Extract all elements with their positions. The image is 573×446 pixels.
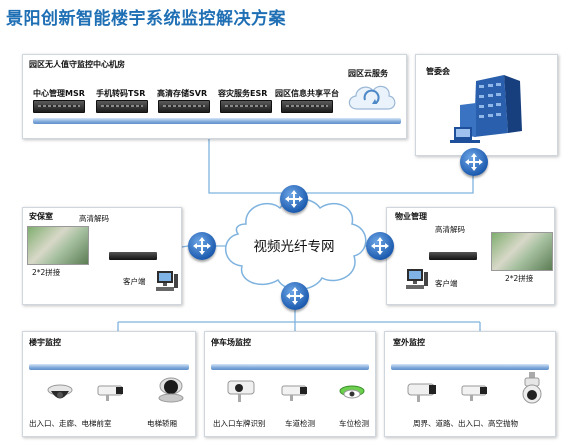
server-esr-icon bbox=[220, 100, 272, 113]
office-building-icon bbox=[450, 75, 522, 143]
outdoor-monitor-heading: 室外监控 bbox=[393, 338, 425, 347]
network-label: 视频光纤专网 bbox=[253, 239, 335, 255]
parking-camera-label-3: 车位检测 bbox=[339, 419, 369, 428]
router-bottom-icon bbox=[281, 282, 309, 310]
property-client-label: 客户端 bbox=[435, 279, 458, 288]
control-room-heading: 园区无人值守监控中心机房 bbox=[29, 60, 125, 69]
control-room-panel: 园区无人值守监控中心机房 园区云服务 中心管理MSR 手机转码TSR 高清存储S… bbox=[22, 54, 407, 139]
bullet-camera-icon bbox=[97, 385, 123, 401]
parking-monitor-panel: 停车场监控 出入口车牌识别 车道检测 车位检测 bbox=[204, 331, 376, 437]
parking-monitor-bus bbox=[211, 364, 369, 370]
security-wall-label: 2*2拼接 bbox=[32, 268, 61, 277]
outdoor-monitor-panel: 室外监控 周界、道路、出入口、高空抛物 bbox=[384, 331, 556, 437]
lane-camera-icon bbox=[281, 385, 307, 401]
security-decoder-label: 高清解码 bbox=[79, 214, 109, 223]
committee-panel: 管委会 bbox=[415, 54, 558, 156]
cloud-service-label: 园区云服务 bbox=[348, 69, 388, 78]
property-wall-label: 2*2拼接 bbox=[505, 274, 534, 283]
control-room-bus bbox=[33, 118, 401, 124]
outdoor-camera-label: 周界、道路、出入口、高空抛物 bbox=[413, 419, 518, 428]
device-label-svr: 高清存储SVR bbox=[157, 89, 208, 98]
building-monitor-bus bbox=[29, 364, 189, 370]
committee-label: 管委会 bbox=[426, 67, 450, 76]
outdoor-bullet-camera-icon bbox=[407, 383, 436, 402]
router-right-icon bbox=[366, 232, 394, 260]
outdoor-box-camera-icon bbox=[461, 385, 487, 401]
ptz-camera-icon bbox=[522, 372, 542, 404]
router-top-icon bbox=[280, 185, 308, 213]
property-heading: 物业管理 bbox=[395, 212, 427, 221]
cloud-icon bbox=[348, 85, 396, 110]
device-label-esr: 容灾服务ESR bbox=[218, 89, 268, 98]
security-decoder-device bbox=[109, 252, 157, 260]
server-tsr-icon bbox=[96, 100, 148, 113]
parking-space-sensor-icon bbox=[339, 385, 365, 399]
dome-camera-icon bbox=[47, 384, 73, 399]
server-platform-icon bbox=[281, 100, 333, 113]
device-label-platform: 园区信息共享平台 bbox=[275, 89, 339, 98]
device-label-tsr: 手机转码TSR bbox=[96, 89, 146, 98]
server-svr-icon bbox=[158, 100, 210, 113]
building-camera-label-1: 出入口、走廊、电梯前室 bbox=[29, 419, 112, 428]
property-client-pc-icon bbox=[406, 269, 428, 289]
building-monitor-heading: 楼宇监控 bbox=[29, 338, 61, 347]
security-room-heading: 安保室 bbox=[29, 212, 53, 221]
building-monitor-panel: 楼宇监控 出入口、走廊、电梯前室 电梯轿厢 bbox=[22, 331, 196, 437]
router-left-icon bbox=[188, 232, 216, 260]
parking-camera-label-2: 车道检测 bbox=[285, 419, 315, 428]
security-room-panel: 安保室 高清解码 2*2拼接 客户端 bbox=[22, 207, 182, 305]
router-committee-icon bbox=[460, 148, 488, 176]
security-video-wall bbox=[27, 226, 89, 265]
building-camera-label-2: 电梯轿厢 bbox=[147, 419, 177, 428]
device-label-msr: 中心管理MSR bbox=[33, 89, 85, 98]
security-client-label: 客户端 bbox=[123, 277, 146, 286]
property-decoder-label: 高清解码 bbox=[435, 225, 465, 234]
page-title: 景阳创新智能楼宇系统监控解决方案 bbox=[6, 9, 286, 29]
property-panel: 物业管理 高清解码 2*2拼接 客户端 bbox=[386, 207, 555, 305]
server-msr-icon bbox=[33, 100, 85, 113]
property-decoder-device bbox=[429, 252, 477, 260]
parking-monitor-heading: 停车场监控 bbox=[211, 338, 251, 347]
outdoor-monitor-bus bbox=[391, 364, 549, 370]
security-client-pc-icon bbox=[156, 271, 178, 291]
property-video-wall bbox=[491, 232, 553, 271]
parking-camera-label-1: 出入口车牌识别 bbox=[213, 419, 266, 428]
elevator-camera-icon bbox=[158, 377, 184, 403]
lpr-camera-icon bbox=[227, 380, 255, 402]
